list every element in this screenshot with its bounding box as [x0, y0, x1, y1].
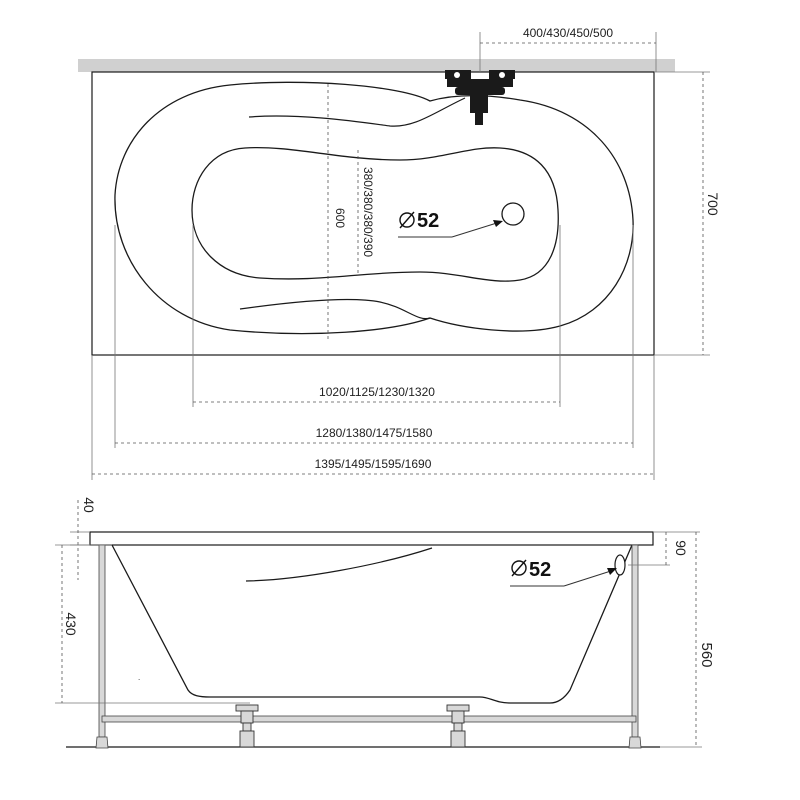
- marker-dot: .: [138, 673, 140, 682]
- overflow-diameter-label: 52: [529, 559, 551, 581]
- support-frame: [95, 544, 642, 749]
- adjustable-feet: [235, 704, 470, 748]
- outer-length-label: 1395/1495/1595/1690: [315, 457, 432, 471]
- rim-contour: [114, 81, 634, 335]
- rim-thickness-label: 40: [81, 497, 97, 513]
- total-height-label: 560: [698, 642, 715, 667]
- drain-callout: 52: [398, 210, 503, 238]
- inner-width-label: 380/380/380/390: [361, 167, 375, 257]
- tub-body: [111, 544, 633, 704]
- rim-wave-upper: [248, 97, 466, 127]
- top-view: 400/430/450/500 700 600 380/380/380/390 …: [78, 26, 721, 480]
- overflow-callout: 52: [510, 559, 617, 587]
- side-view: 52 40 430 90 560 .: [55, 497, 715, 749]
- overflow-icon: [614, 554, 626, 576]
- basin-contour: [191, 146, 559, 282]
- height-label: 700: [705, 192, 721, 216]
- inner-depth-label: 600: [333, 208, 347, 228]
- drain-icon: [501, 202, 525, 226]
- wall-strip: [78, 59, 675, 72]
- tub-rim: [89, 531, 654, 546]
- inner-length-label: 1020/1125/1230/1320: [319, 385, 435, 399]
- overflow-offset-label: 90: [673, 540, 689, 556]
- faucet-icon: [445, 70, 515, 125]
- mid-length-label: 1280/1380/1475/1580: [316, 426, 433, 440]
- side-wave: [245, 547, 433, 582]
- depth-label: 430: [63, 612, 79, 636]
- tub-outline-top: [91, 71, 655, 356]
- rim-wave-lower: [239, 298, 431, 320]
- faucet-spacing-label: 400/430/450/500: [523, 26, 613, 40]
- drain-diameter-label: 52: [417, 210, 439, 232]
